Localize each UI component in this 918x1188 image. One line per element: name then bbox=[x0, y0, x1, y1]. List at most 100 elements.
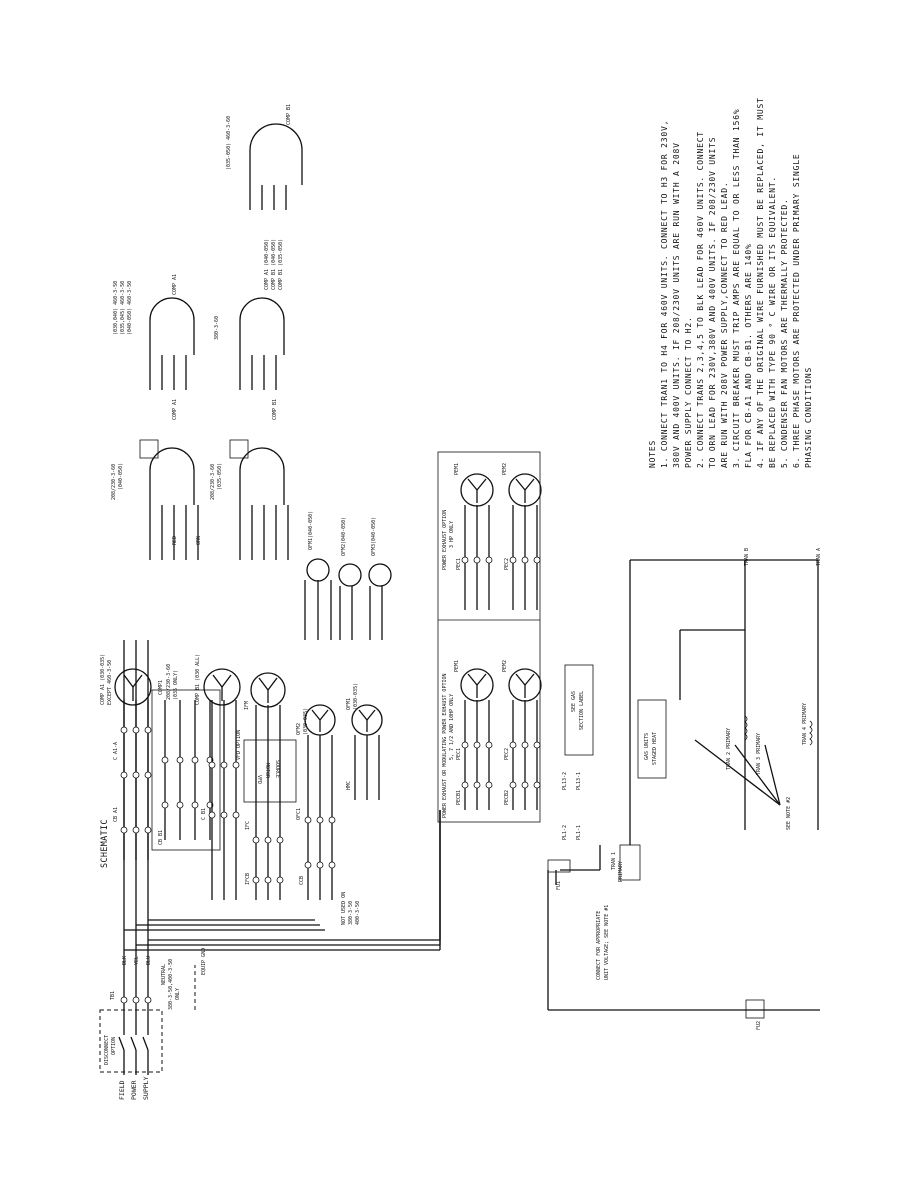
comp-v2-label: 208/230-3-60 bbox=[210, 464, 216, 500]
ifm-motor-icon bbox=[250, 672, 286, 708]
comp-a1-motor-icon bbox=[114, 668, 152, 706]
compt-sub: 208/230-3-60 bbox=[166, 664, 172, 700]
svg-text:POWER: POWER bbox=[130, 1080, 138, 1100]
pe-right-wiring bbox=[461, 505, 541, 610]
vfd-motor-label: MOTOR bbox=[264, 763, 270, 779]
note-line: 3. CIRCUIT BREAKER MUST TRIP AMPS ARE EQ… bbox=[732, 109, 741, 468]
comp-b1-motor-windings bbox=[212, 674, 232, 701]
ofm3-040-label: OFM3(040-050) bbox=[371, 517, 377, 556]
disconnect-box bbox=[99, 1009, 163, 1073]
ofm3-040-motor-icon bbox=[368, 563, 392, 587]
gas-units-box bbox=[637, 699, 667, 779]
pe-left-title-2: 5, 7 1/2 AND 10HP ONLY bbox=[449, 694, 455, 760]
compt-sub2: (035 ONLY) bbox=[173, 670, 179, 700]
note-line: 2. CONNECT TRANS 2,3,4,5 TO BLK LEAD FOR… bbox=[696, 131, 705, 468]
ccb-note-2: 380-3-50 bbox=[348, 901, 354, 925]
pem1-left-motor-icon bbox=[460, 668, 494, 702]
note-line: FLA FOR CB-A1 AND CB-B1. OTHERS ARE 140% bbox=[744, 243, 753, 468]
note-line: ARE RUN WITH 208V POWER SUPPLY,CONNECT T… bbox=[720, 182, 729, 468]
comp-upper-1 bbox=[139, 439, 199, 560]
ofm-group-leads bbox=[339, 586, 383, 640]
comp-380-b1: COMP B1 (040-050) bbox=[271, 239, 277, 290]
comp-b1-branch bbox=[208, 700, 240, 900]
wire-blu: BLU bbox=[146, 956, 152, 965]
ifm-label: IFM bbox=[244, 701, 250, 710]
pec1-right-label: PEC1 bbox=[456, 558, 462, 570]
wire-color-labels: BLK YEL BLU RED ORN bbox=[122, 536, 202, 965]
fu1-label: FU1 bbox=[556, 881, 562, 890]
comp-mid-volt-1: (030,040) 460-3-50 bbox=[113, 281, 119, 335]
see-gas-label: SEE GAS bbox=[571, 691, 577, 712]
comp-v1-sub: (040-050) bbox=[118, 463, 124, 490]
svg-text:SUPPLY: SUPPLY bbox=[142, 1076, 150, 1100]
comp-a1-mid-label: COMP A1 bbox=[172, 399, 178, 420]
ifm-branch bbox=[252, 705, 284, 900]
branch-bus bbox=[124, 919, 440, 951]
wire-red: RED bbox=[172, 536, 178, 545]
pl13-label: PL13-2 bbox=[562, 772, 568, 790]
ofm1-label: OFM1 bbox=[346, 698, 352, 710]
comp-380-label: 380-3-60 bbox=[214, 316, 220, 340]
ofm2-sub: (030-035) bbox=[303, 708, 309, 735]
schematic-title: SCHEMATIC bbox=[100, 819, 110, 868]
pem2-right-motor-icon bbox=[508, 473, 542, 507]
tran1-label: TRAN 1 bbox=[611, 852, 617, 870]
control-feed bbox=[547, 559, 820, 1011]
transformer-coils bbox=[744, 715, 813, 746]
ofm1-motor-icon bbox=[351, 704, 383, 736]
comp-mid bbox=[149, 297, 285, 390]
note-line: POWER SUPPLY CONNECT TO H2. bbox=[684, 316, 693, 468]
ofc1-label: OFC1 bbox=[296, 808, 302, 820]
comp-380-c: COMP B1 (035-050) bbox=[278, 239, 284, 290]
note-line: 6. THREE PHASE MOTORS ARE PROTECTED UNDE… bbox=[792, 153, 801, 468]
pe-right-title-2: 3 HP ONLY bbox=[449, 521, 455, 548]
pec1-left-label: PEC1 bbox=[456, 748, 462, 760]
ofm1-sub: (030-035) bbox=[353, 683, 359, 710]
pl1b-label: PL1-1 bbox=[576, 825, 582, 840]
pe-right-title-1: POWER EXHAUST OPTION bbox=[442, 510, 448, 570]
comp-b1-title: COMP B1 (030 ALL) bbox=[195, 654, 201, 705]
ofm2-040-label: OFM2(040-050) bbox=[341, 517, 347, 556]
note-line: 1. CONNECT TRAN1 TO H4 FOR 460V UNITS. C… bbox=[660, 120, 669, 468]
comp-mid-volt-2: (035,045) 460-3-50 bbox=[120, 281, 126, 335]
pem2-right-label: PEM2 bbox=[502, 463, 508, 475]
comp-a1-branch bbox=[120, 700, 152, 860]
comp-v1-label: 208/230-3-60 bbox=[111, 464, 117, 500]
note-line: 4. IF ANY OF THE ORIGINAL WIRE FURNISHED… bbox=[756, 97, 765, 468]
power-exhaust-box bbox=[437, 451, 541, 823]
tran3-label: TRAN 3 PRIMARY bbox=[756, 733, 762, 775]
note2-leaders bbox=[694, 739, 781, 806]
ofm1-040-label: OFM1(040-050) bbox=[308, 511, 314, 550]
pem2-left-label: PEM2 bbox=[502, 660, 508, 672]
note-line: BE REPLACED WITH TYPE 90 ° C WIRE OR ITS… bbox=[768, 176, 777, 468]
hmc-label: HMC bbox=[346, 781, 352, 790]
neutral-label: NEUTRAL bbox=[161, 964, 167, 985]
comp-b1-upper-label: COMP B1 bbox=[272, 399, 278, 420]
see-gas-box bbox=[564, 664, 594, 756]
section-label: SECTION LABEL bbox=[579, 691, 585, 730]
wire-yel: YEL bbox=[134, 956, 140, 965]
comp-a1-motor-windings bbox=[123, 674, 143, 701]
wire-orn: ORN bbox=[196, 536, 202, 545]
tran2-label: TRAN 2 PRIMARY bbox=[726, 728, 732, 770]
ifc-label: IFC bbox=[245, 821, 251, 830]
comp-upper-2 bbox=[229, 439, 289, 560]
note-line: 380V AND 400V UNITS. IF 208/230V UNITS A… bbox=[672, 142, 681, 468]
comp-right-name: COMP B1 bbox=[286, 104, 292, 125]
equip-gnd-label: EQUIP GND bbox=[201, 948, 207, 975]
see-note2-label: SEE NOTE #2 bbox=[786, 797, 792, 830]
staged-heat-label: STAGED HEAT bbox=[652, 732, 658, 765]
connect-note-1: CONNECT FOR APPROPRIATE bbox=[596, 911, 602, 980]
tran-b-label: TRAN B bbox=[744, 548, 750, 566]
ofm2-040-motor-icon bbox=[338, 563, 362, 587]
comp-a1-upper-label: COMP A1 bbox=[172, 274, 178, 295]
pecb1-label: PECB1 bbox=[456, 790, 462, 805]
wire-blk: BLK bbox=[122, 956, 128, 965]
pem1-right-motor-icon bbox=[460, 473, 494, 507]
tran4-label: TRAN 4 PRIMARY bbox=[802, 703, 808, 745]
pem2-left-motor-icon bbox=[508, 668, 542, 702]
notes-block: NOTES 1. CONNECT TRAN1 TO H4 FOR 460V UN… bbox=[648, 97, 813, 468]
tran-a-label: TRAN A bbox=[816, 548, 822, 566]
note-line: TO ORN LEAD FOR 230V,380V AND 400V UNITS… bbox=[708, 137, 717, 468]
